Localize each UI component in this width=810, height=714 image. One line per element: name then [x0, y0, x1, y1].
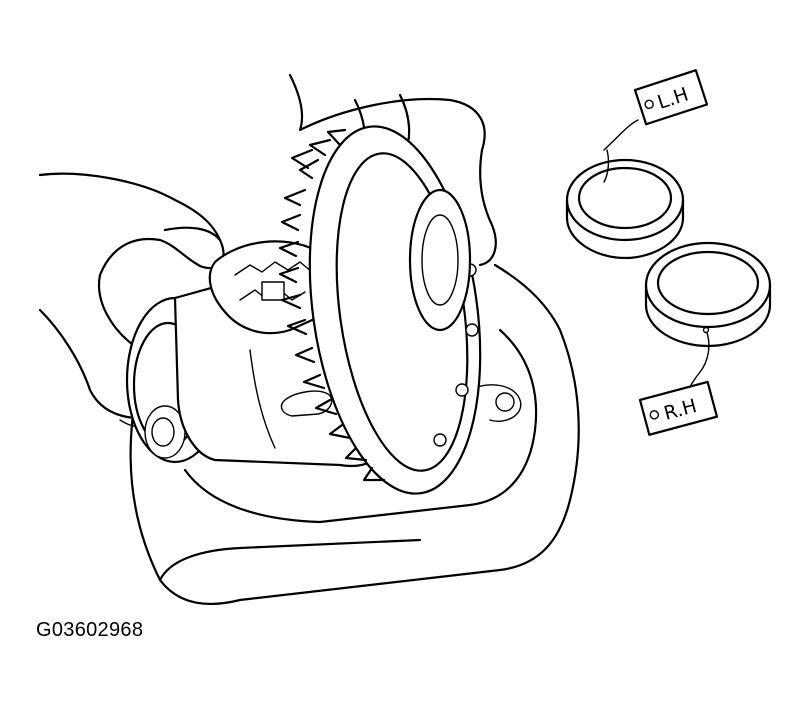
- bearing-race-right: [644, 241, 772, 401]
- carrier-housing: [129, 263, 580, 605]
- lh-tag: L.H: [633, 69, 709, 126]
- rh-tag: R.H: [638, 380, 719, 436]
- bearing-race-left: [565, 119, 685, 260]
- ring-gear: [278, 125, 482, 495]
- figure-code: G03602968: [36, 619, 144, 641]
